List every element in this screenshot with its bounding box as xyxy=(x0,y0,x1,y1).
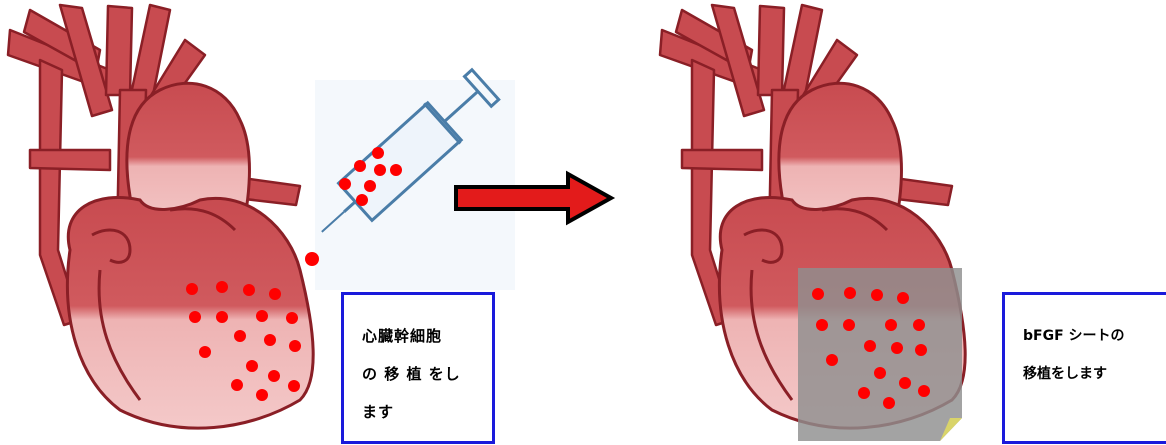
stem-cell-transplant-label: 心臓幹細胞 の 移 植 をし ます xyxy=(341,292,495,444)
label-line: ます xyxy=(362,393,482,431)
bfgf-sheet-transplant-label: bFGF シートの 移植をします xyxy=(1002,292,1166,444)
label-line: bFGF シートの xyxy=(1023,317,1164,355)
label-line: 移植をします xyxy=(1023,355,1164,393)
label-line: 心臓幹細胞 xyxy=(362,317,482,355)
label-line: の 移 植 をし xyxy=(362,355,482,393)
heart-left xyxy=(8,5,313,428)
syringe-icon xyxy=(304,65,515,290)
